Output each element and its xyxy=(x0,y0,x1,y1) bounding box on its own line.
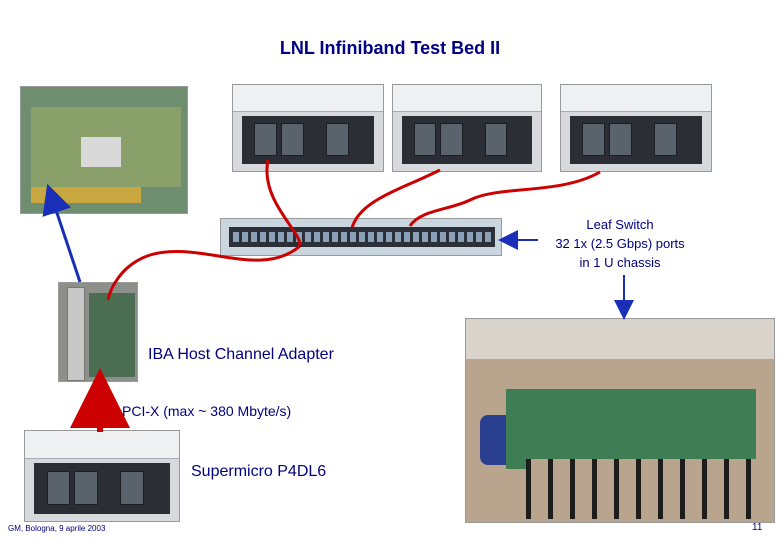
hca-label: IBA Host Channel Adapter xyxy=(148,346,334,363)
pci-label: PCI-X (max ~ 380 Mbyte/s) xyxy=(122,403,292,419)
leaf-switch-open-photo xyxy=(465,318,775,523)
host-server-1 xyxy=(232,84,384,172)
supermicro-label: Supermicro P4DL6 xyxy=(191,463,327,480)
leaf-switch-line-3: in 1 U chassis xyxy=(579,255,661,270)
leaf-switch-line-2: 32 1x (2.5 Gbps) ports xyxy=(555,236,685,251)
supermicro-server-photo xyxy=(24,430,180,522)
page-number: 11 xyxy=(752,522,763,533)
slide-title: LNL Infiniband Test Bed II xyxy=(279,38,501,58)
cable-switch-hca xyxy=(106,244,301,301)
host-server-3 xyxy=(560,84,712,172)
leaf-switch-line-1: Leaf Switch xyxy=(586,217,654,232)
hca-card-photo xyxy=(58,282,138,382)
leaf-switch-photo xyxy=(220,218,502,256)
host-server-2 xyxy=(392,84,542,172)
cable-server2-switch xyxy=(350,168,441,229)
cable-server1-switch xyxy=(265,159,302,246)
leaf-switch-label: Leaf Switch 32 1x (2.5 Gbps) ports in 1 … xyxy=(520,215,720,272)
footer-left: GM, Bologna, 9 aprile 2003 xyxy=(8,524,106,533)
blue-arrow-hca-card xyxy=(42,183,82,283)
cable-server3-switch xyxy=(408,170,601,227)
